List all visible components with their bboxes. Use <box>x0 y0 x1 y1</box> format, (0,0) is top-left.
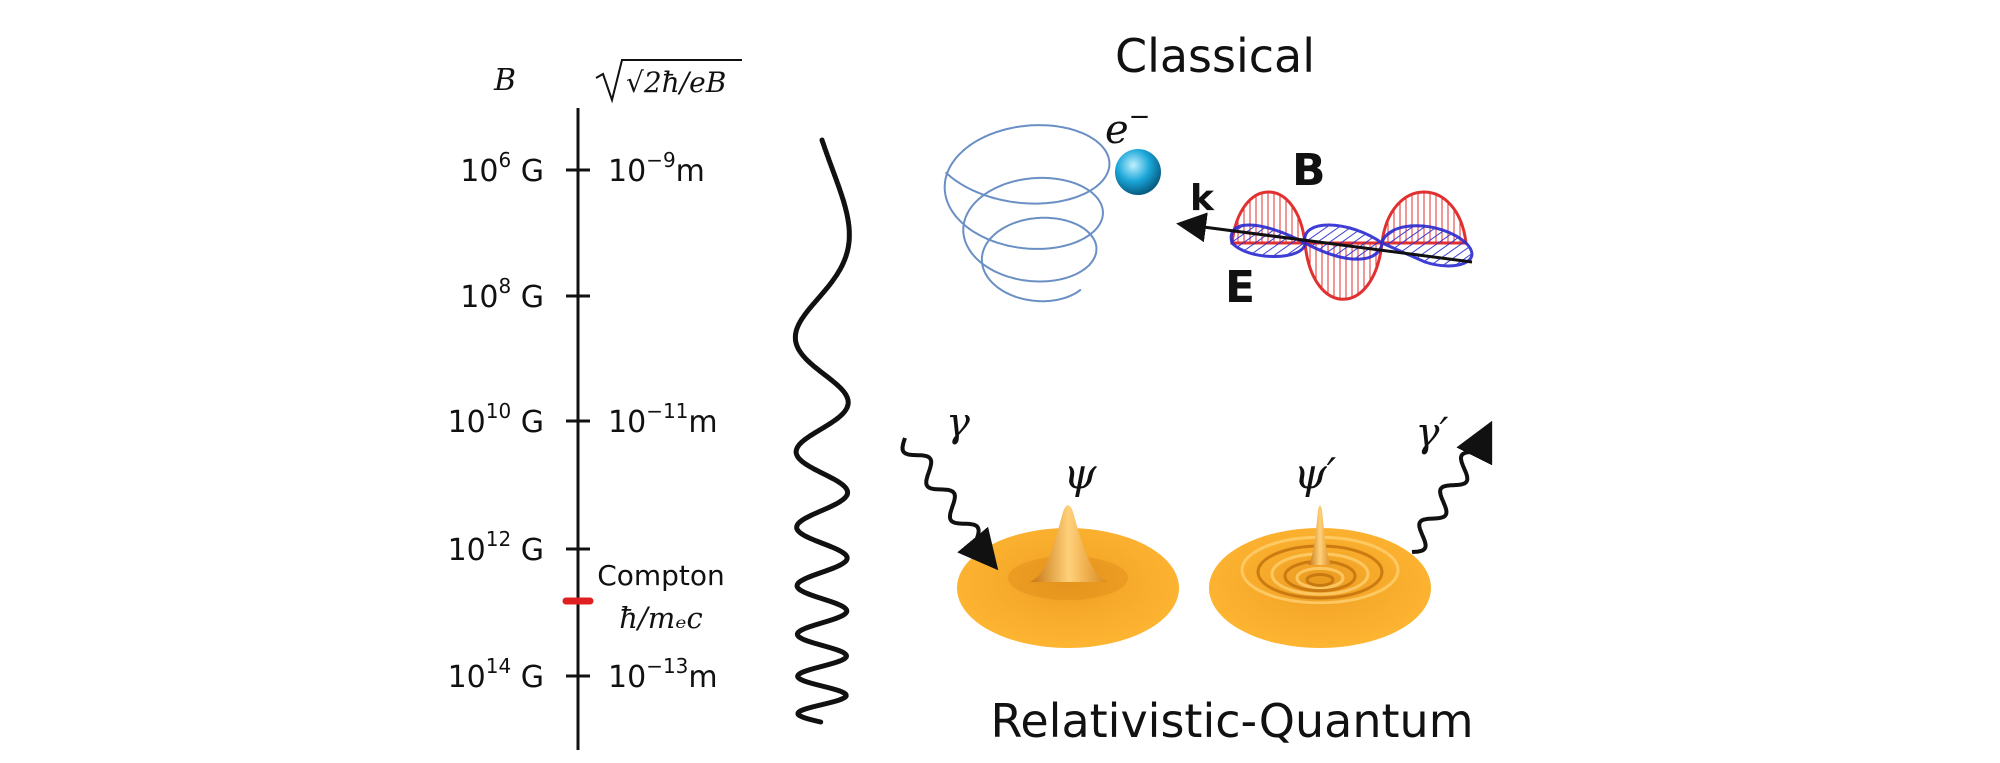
wavefunction-psi-prime <box>1209 505 1431 648</box>
gamma-out-label: γ′ <box>1416 410 1449 456</box>
scale-header-length-text: √2ħ/eB <box>626 66 726 99</box>
outgoing-photon-arrow <box>1411 420 1493 554</box>
field-value-label: 1010 G <box>448 399 544 440</box>
incoming-photon-arrow <box>900 437 999 571</box>
field-value-label: 108 G <box>460 274 544 315</box>
length-value-label: 10−11m <box>608 399 718 440</box>
wavefunction-psi <box>957 505 1179 648</box>
gamma-in-label: γ <box>946 400 970 446</box>
psi-peak <box>1030 505 1108 582</box>
field-value-label: 106 G <box>460 148 544 189</box>
length-value-label: 10−13m <box>608 654 718 695</box>
ripple-ring <box>1305 573 1335 587</box>
scale-rows: 106 G 10−9m 108 G 1010 G 10−11m 1012 G 1014 G 1… <box>448 148 718 695</box>
field-scale: B √2ħ/eB 106 G 10−9m 108 G 1010 G 10−11m 1012… <box>448 59 742 750</box>
ripple-ring <box>1295 566 1345 590</box>
psi-prime-label: ψ′ <box>1294 449 1337 498</box>
electron-ball <box>1115 149 1161 195</box>
scale-header-length: √2ħ/eB <box>595 59 742 104</box>
em-wave: k B E <box>1176 145 1474 313</box>
k-label: k <box>1190 178 1215 219</box>
psi-disc <box>957 528 1179 648</box>
classical-title: Classical <box>1115 29 1315 83</box>
field-value-label: 1014 G <box>448 654 544 695</box>
psi-prime-peak <box>1308 505 1332 565</box>
chirp-wave <box>792 137 852 725</box>
scale-header-b: B <box>493 63 516 98</box>
electron-helix <box>943 124 1111 303</box>
b-label: B <box>1292 145 1326 196</box>
electron-label: e− <box>1105 102 1150 153</box>
field-value-label: 1012 G <box>448 527 544 568</box>
compton-label: Compton <box>597 559 725 592</box>
compton-formula: ħ/mₑc <box>619 601 702 635</box>
quantum-title: Relativistic-Quantum <box>990 694 1473 748</box>
length-value-label: 10−9m <box>608 148 705 189</box>
psi-label: ψ <box>1064 449 1098 498</box>
k-vector-arrow <box>1176 212 1473 264</box>
e-label: E <box>1225 262 1255 313</box>
